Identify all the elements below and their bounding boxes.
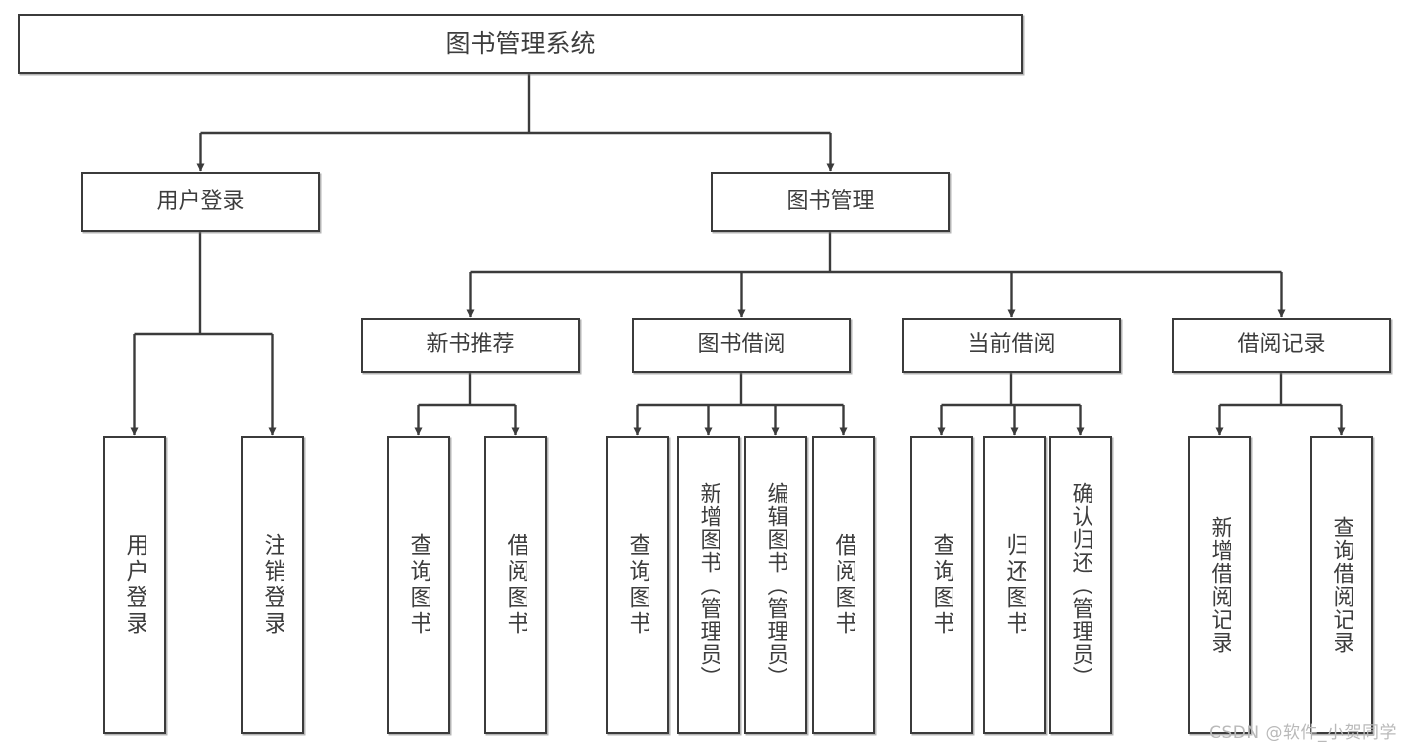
node-leaf-new-1[interactable]: 查询图书 xyxy=(387,436,450,734)
node-bookmgmt[interactable]: 图书管理 xyxy=(711,172,950,232)
node-leaf-login-2[interactable]: 注销登录 xyxy=(241,436,304,734)
node-leaf-cur-3[interactable]: 确认归还（管理员） xyxy=(1049,436,1112,734)
node-leaf-bor-3[interactable]: 编辑图书（管理员） xyxy=(744,436,807,734)
node-label: 借阅图书 xyxy=(504,533,527,637)
node-leaf-cur-2[interactable]: 归还图书 xyxy=(983,436,1046,734)
node-current[interactable]: 当前借阅 xyxy=(902,318,1121,373)
node-label: 借阅图书 xyxy=(832,533,855,637)
node-leaf-bor-1[interactable]: 查询图书 xyxy=(606,436,669,734)
node-label: 查询图书 xyxy=(407,533,430,637)
node-leaf-rec-2[interactable]: 查询借阅记录 xyxy=(1310,436,1373,734)
node-leaf-new-2[interactable]: 借阅图书 xyxy=(484,436,547,734)
node-label: 归还图书 xyxy=(1003,533,1026,637)
node-leaf-bor-2[interactable]: 新增图书（管理员） xyxy=(677,436,740,734)
node-label: 新书推荐 xyxy=(426,332,515,358)
watermark-text: CSDN @软件_小贺同学 xyxy=(1209,723,1397,743)
node-records[interactable]: 借阅记录 xyxy=(1172,318,1391,373)
node-label: 当前借阅 xyxy=(967,332,1056,358)
node-label: 新增图书（管理员） xyxy=(697,481,720,689)
node-label: 查询图书 xyxy=(930,533,953,637)
node-label: 注销登录 xyxy=(261,533,284,637)
node-leaf-rec-1[interactable]: 新增借阅记录 xyxy=(1188,436,1251,734)
node-label: 新增借阅记录 xyxy=(1208,516,1231,654)
node-newbook[interactable]: 新书推荐 xyxy=(361,318,580,373)
node-label: 用户登录 xyxy=(123,533,146,637)
node-label: 用户登录 xyxy=(156,188,245,214)
node-label: 查询借阅记录 xyxy=(1330,516,1353,654)
node-login[interactable]: 用户登录 xyxy=(81,172,320,232)
node-label: 查询图书 xyxy=(626,533,649,637)
node-label: 图书管理系统 xyxy=(445,29,596,58)
node-label: 图书借阅 xyxy=(697,332,786,358)
node-borrow[interactable]: 图书借阅 xyxy=(632,318,851,373)
node-label: 确认归还（管理员） xyxy=(1069,481,1092,689)
node-root[interactable]: 图书管理系统 xyxy=(18,14,1023,74)
node-label: 编辑图书（管理员） xyxy=(764,481,787,689)
node-leaf-bor-4[interactable]: 借阅图书 xyxy=(812,436,875,734)
node-leaf-cur-1[interactable]: 查询图书 xyxy=(910,436,973,734)
node-leaf-login-1[interactable]: 用户登录 xyxy=(103,436,166,734)
node-label: 图书管理 xyxy=(786,188,875,214)
node-label: 借阅记录 xyxy=(1237,332,1326,358)
